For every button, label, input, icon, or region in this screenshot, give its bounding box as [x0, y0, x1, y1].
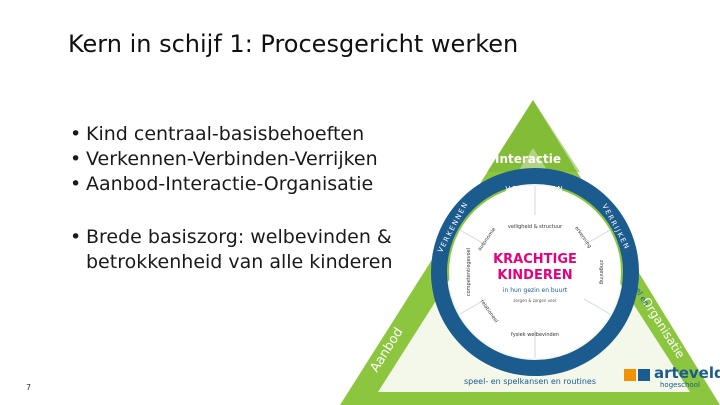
logo-sub: hogeschool: [660, 381, 700, 389]
ring-label-top: VERBINDEN: [505, 185, 564, 193]
label-fysiek: fysiek welbevinden: [511, 332, 559, 338]
bullet-item: Kind centraal-basisbehoeften: [70, 122, 456, 147]
bullet-list: Kind centraal-basisbehoeften Verkennen-V…: [70, 122, 456, 275]
page-number: 7: [26, 383, 32, 392]
bullet-item-brede-basiszorg: Brede basiszorg: welbevinden & betrokken…: [70, 225, 456, 275]
bullet-item: Aanbod-Interactie-Organisatie: [70, 172, 456, 197]
label-competentie: competentiegevoel: [466, 248, 472, 296]
segment-divider: [583, 298, 611, 315]
center-subtitle: in hun gezin en buurt: [503, 287, 568, 294]
logo-mark-icon: [624, 369, 650, 381]
segment-divider: [583, 229, 611, 246]
center-title-2: KINDEREN: [497, 268, 572, 283]
inner-circle: [449, 186, 621, 358]
slide-title: Kern in schijf 1: Procesgericht werken: [68, 30, 519, 58]
bottom-arc-caption: speel- en spelkansen en routines: [464, 377, 596, 386]
center-small: zorgen & zorgen voor: [513, 298, 557, 303]
krachtige-kinderen-diagram: KRACHTIGE KINDEREN in hun gezin en buurt…: [340, 100, 720, 405]
segment-divider: [459, 229, 487, 246]
label-zingeving: zingeving: [598, 260, 604, 284]
corner-interactie: Interactie: [495, 152, 561, 166]
label-veiligheid: veiligheid & structuur: [508, 224, 563, 230]
triangle-top-corner: [487, 100, 580, 172]
arteveld-logo: arteveldе hogeschool: [624, 362, 720, 392]
center-title-1: KRACHTIGE: [493, 252, 577, 267]
bullet-item: Verkennen-Verbinden-Verrijken: [70, 147, 456, 172]
logo-brand: arteveldе: [654, 364, 720, 382]
segment-divider: [459, 298, 487, 315]
